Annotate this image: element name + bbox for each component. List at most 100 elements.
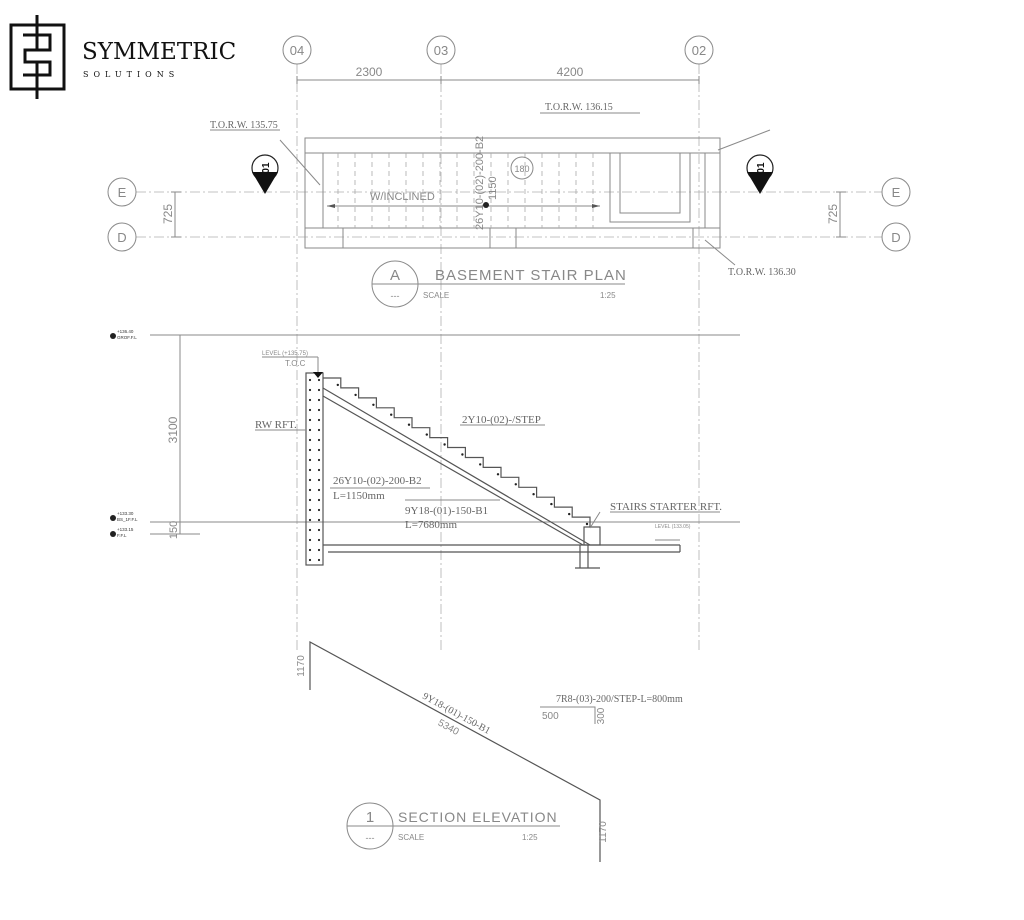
rebar-dot: [317, 418, 321, 422]
rw-rft-label: RW RFT.: [255, 419, 297, 431]
section-marker-left: 01: [251, 154, 279, 194]
step-rebar-dot: [550, 502, 553, 506]
step-rebar-dot: [443, 443, 446, 446]
starter-rft-label: STAIRS STARTER RFT.: [610, 501, 722, 513]
rebar-dot: [308, 558, 312, 562]
b1-length-label: L=7680mm: [405, 519, 457, 531]
step-rebar-dot: [532, 493, 535, 496]
b2-rebar-label: 26Y10-(02)-200-B2: [333, 475, 422, 487]
elevation-title: SECTION ELEVATION: [398, 809, 558, 825]
dim-150: 150: [168, 521, 180, 539]
svg-text:+136.40: +136.40: [117, 329, 134, 334]
svg-text:+133.15: +133.15: [117, 527, 134, 532]
dim-1170-right: 1170: [598, 821, 609, 843]
grid-lines: [136, 64, 882, 650]
stair-steps: [323, 377, 591, 527]
step-rebar-dot: [496, 473, 500, 476]
dim-725-right: 725: [826, 204, 840, 224]
dim-2300: 2300: [356, 65, 383, 79]
torw-right-label: T.O.R.W. 136.30: [728, 267, 796, 278]
step-bar-height: 300: [596, 707, 607, 724]
step-rebar-dot: [390, 413, 393, 416]
rebar-dot: [308, 518, 312, 522]
step-bar-label: 7R8-(03)-200/STEP-L=800mm: [556, 694, 683, 705]
rebar-dot: [317, 518, 321, 522]
svg-text:---: ---: [366, 833, 375, 843]
grid-row-e-right: E: [892, 185, 901, 200]
plan-title-block: A --- BASEMENT STAIR PLAN SCALE 1:25: [371, 260, 627, 308]
svg-text:1: 1: [366, 809, 374, 826]
rebar-dot: [317, 498, 321, 502]
svg-text:---: ---: [391, 291, 400, 301]
plan-title: BASEMENT STAIR PLAN: [435, 267, 627, 284]
svg-text:BS_1F.F.L: BS_1F.F.L: [117, 517, 138, 522]
company-logo: SYMMETRIC SOLUTIONS: [9, 15, 236, 99]
svg-text:01: 01: [261, 162, 272, 174]
rebar-dot: [308, 458, 312, 462]
svg-text:+133.30: +133.30: [117, 511, 134, 516]
rebar-dot: [317, 378, 321, 382]
rebar-dot: [317, 388, 321, 392]
torw-top-label: T.O.R.W. 136.15: [545, 102, 613, 113]
step-rebar-dot: [585, 522, 589, 526]
plan-tag: 180: [514, 164, 529, 174]
rebar-dot: [308, 428, 312, 432]
grid-row-e-left: E: [118, 185, 127, 200]
plan-rebar-label: 26Y10-(02)-200-B2: [474, 136, 486, 230]
step-rebar-dot: [425, 433, 428, 436]
rebar-dot: [317, 438, 321, 442]
rebar-dot: [308, 508, 312, 512]
svg-text:SCALE: SCALE: [423, 291, 449, 300]
rebar-dot: [308, 488, 312, 492]
rebar-dot: [308, 388, 312, 392]
b1-rebar-label: 9Y18-(01)-150-B1: [405, 505, 488, 517]
rebar-dot: [308, 378, 312, 382]
logo-sub: SOLUTIONS: [83, 70, 179, 79]
section-marker-right: 01: [746, 154, 774, 194]
level-bottom-label: LEVEL (133.05): [655, 524, 691, 530]
step-rebar-dot: [336, 383, 339, 387]
rebar-dot: [317, 548, 321, 552]
plan-scale: 1:25: [600, 291, 616, 300]
dim-725-left: 725: [161, 204, 175, 224]
step-rebar-dot: [514, 483, 517, 486]
grid-row-d-left: D: [117, 230, 126, 245]
dim-3100: 3100: [166, 416, 180, 443]
step-rebar-dot: [479, 463, 482, 466]
toc-label: T.O.C: [285, 359, 306, 368]
grid-row-d-right: D: [891, 230, 900, 245]
rebar-dot: [308, 448, 312, 452]
rebar-dot: [317, 428, 321, 432]
step-rebar-dot: [354, 393, 357, 397]
rebar-dot: [308, 418, 312, 422]
rebar-dot: [308, 528, 312, 532]
svg-text:01: 01: [756, 162, 767, 174]
logo-name: SYMMETRIC: [82, 39, 236, 65]
torw-left-label: T.O.R.W. 135.75: [210, 120, 278, 131]
rebar-dot: [308, 468, 312, 472]
bar-length: 5340: [436, 718, 461, 739]
rebar-dot: [308, 548, 312, 552]
rebar-dot: [317, 398, 321, 402]
b2-length-label: L=1150mm: [333, 490, 385, 502]
svg-text:F.F.L: F.F.L: [117, 533, 127, 538]
rebar-dot: [317, 408, 321, 412]
step-rft-label: 2Y10-(02)-/STEP: [462, 414, 541, 426]
rebar-dot: [317, 508, 321, 512]
elevation-title-block: 1 --- SECTION ELEVATION SCALE 1:25: [346, 802, 560, 850]
grid-col-04: 04: [290, 43, 304, 58]
rebar-dot: [308, 478, 312, 482]
dim-4200: 4200: [557, 65, 584, 79]
grid-bubbles: 04 03 02 E D E D 2300 4200 725 725: [107, 35, 911, 252]
rebar-dot: [317, 528, 321, 532]
rebar-dot: [317, 538, 321, 542]
step-rebar-dot: [407, 423, 411, 426]
rebar-dot: [308, 438, 312, 442]
rebar-dot: [308, 538, 312, 542]
grid-col-02: 02: [692, 43, 706, 58]
level-top-label: LEVEL (+135.75): [262, 351, 308, 357]
step-rebar-dot: [372, 403, 375, 406]
